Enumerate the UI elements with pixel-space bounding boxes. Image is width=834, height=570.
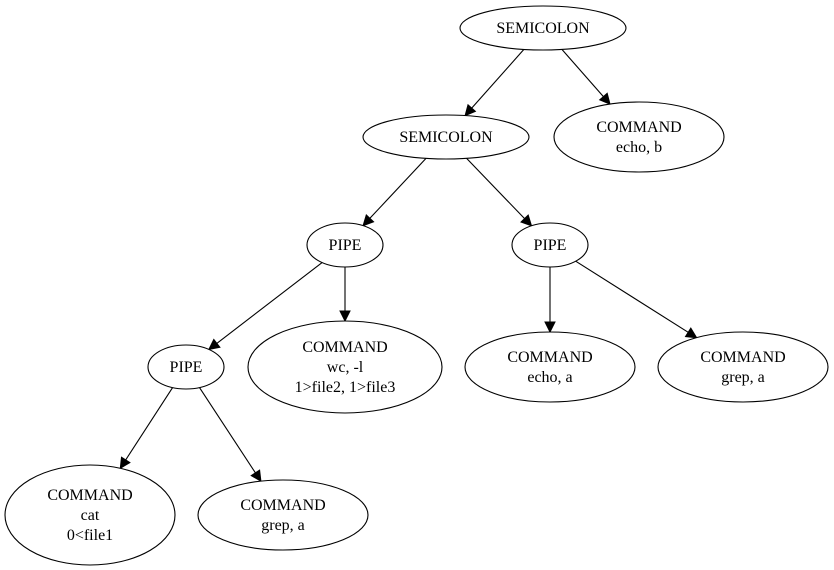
node-ellipse xyxy=(197,479,369,551)
tree-node-pipe: PIPE xyxy=(147,344,225,390)
node-ellipse xyxy=(459,5,627,51)
node-detail-label: grep, a xyxy=(261,517,305,534)
node-type-label: PIPE xyxy=(170,359,203,376)
node-ellipse xyxy=(147,344,225,390)
tree-edge xyxy=(362,158,427,227)
tree-nodes: SEMICOLON SEMICOLON COMMAND echo, b PIPE PIPE… xyxy=(4,5,829,566)
tree-edges xyxy=(119,49,698,483)
edge-line xyxy=(561,49,604,97)
node-ellipse xyxy=(553,101,725,173)
tree-node-command: COMMAND echo, b xyxy=(553,101,725,173)
arrowhead-icon xyxy=(339,310,351,323)
node-ellipse xyxy=(4,464,176,566)
node-ellipse xyxy=(511,222,589,268)
edge-line xyxy=(575,260,689,333)
node-detail-label: cat xyxy=(81,507,100,524)
node-type-label: SEMICOLON xyxy=(496,20,590,37)
arrowhead-icon xyxy=(684,327,698,339)
arrowhead-icon xyxy=(464,103,477,117)
tree-node-semicolon: SEMICOLON xyxy=(362,114,530,160)
node-type-label: COMMAND xyxy=(240,497,325,514)
node-type-label: COMMAND xyxy=(302,339,387,356)
edge-line xyxy=(471,49,525,109)
edge-line xyxy=(216,262,323,344)
tree-edge xyxy=(339,267,351,323)
node-type-label: COMMAND xyxy=(596,119,681,136)
tree-node-command: COMMAND cat 0<file1 xyxy=(4,464,176,566)
tree-edge xyxy=(575,260,698,339)
arrowhead-icon xyxy=(598,92,611,105)
tree-edge xyxy=(544,267,556,334)
node-detail-label: 1>file2, 1>file3 xyxy=(295,379,396,396)
arrowhead-icon xyxy=(208,338,221,351)
node-ellipse xyxy=(657,331,829,403)
arrowhead-icon xyxy=(362,213,375,227)
node-ellipse xyxy=(247,320,443,414)
tree-node-command: COMMAND wc, -l 1>file2, 1>file3 xyxy=(247,320,443,414)
node-type-label: SEMICOLON xyxy=(399,129,493,146)
arrowhead-icon xyxy=(520,214,533,227)
node-type-label: COMMAND xyxy=(700,349,785,366)
tree-edge xyxy=(199,387,262,483)
edge-line xyxy=(369,158,427,219)
node-type-label: PIPE xyxy=(329,237,362,254)
tree-node-command: COMMAND grep, a xyxy=(197,479,369,551)
node-type-label: COMMAND xyxy=(507,349,592,366)
node-ellipse xyxy=(362,114,530,160)
edge-line xyxy=(125,387,174,461)
edge-line xyxy=(199,387,256,474)
node-ellipse xyxy=(306,222,384,268)
tree-node-command: COMMAND grep, a xyxy=(657,331,829,403)
tree-node-pipe: PIPE xyxy=(306,222,384,268)
tree-edge xyxy=(119,387,174,470)
tree-node-pipe: PIPE xyxy=(511,222,589,268)
node-detail-label: 0<file1 xyxy=(67,527,113,544)
arrowhead-icon xyxy=(119,456,131,470)
tree-edge xyxy=(561,49,611,105)
tree-node-command: COMMAND echo, a xyxy=(464,331,636,403)
node-type-label: PIPE xyxy=(534,237,567,254)
tree-node-semicolon: SEMICOLON xyxy=(459,5,627,51)
tree-edge xyxy=(208,262,323,351)
node-detail-label: echo, a xyxy=(527,369,572,386)
tree-edge xyxy=(466,157,533,227)
node-ellipse xyxy=(464,331,636,403)
node-detail-label: echo, b xyxy=(616,139,662,156)
edge-line xyxy=(466,157,525,219)
node-type-label: COMMAND xyxy=(47,487,132,504)
tree-edge xyxy=(464,49,525,117)
node-detail-label: grep, a xyxy=(721,369,765,386)
node-detail-label: wc, -l xyxy=(327,359,364,376)
arrowhead-icon xyxy=(250,469,262,483)
arrowhead-icon xyxy=(544,321,556,334)
